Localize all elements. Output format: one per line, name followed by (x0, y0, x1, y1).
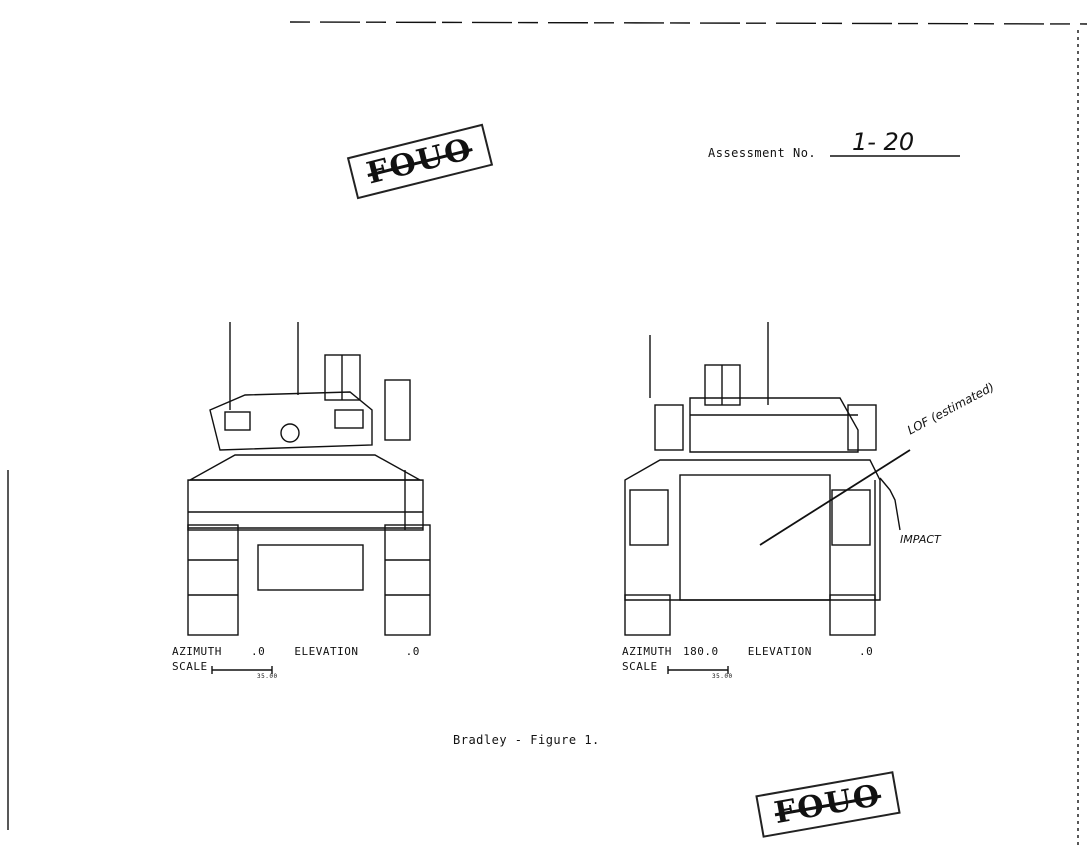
azimuth-label: AZIMUTH (172, 645, 222, 658)
front-view-label: AZIMUTH .0 ELEVATION .0 (172, 645, 420, 658)
elevation-label: ELEVATION (294, 645, 359, 658)
scale-label: SCALE (172, 660, 208, 673)
scale-value: 35.00 (257, 673, 278, 680)
scale-bar-front (211, 666, 273, 674)
assessment-label: Assessment No. (708, 146, 817, 160)
figure-caption: Bradley - Figure 1. (453, 733, 600, 747)
rear-view-label: AZIMUTH 180.0 ELEVATION .0 (622, 645, 873, 658)
azimuth-value: .0 (250, 645, 266, 658)
impact-annotation: IMPACT (900, 533, 941, 546)
elevation-value: .0 (858, 645, 874, 658)
rear-view-vehicle (624, 322, 881, 636)
scale-bar-rear (667, 666, 729, 674)
line-of-fire (759, 449, 911, 546)
scale-value: 35.00 (712, 673, 733, 680)
elevation-value: .0 (405, 645, 420, 658)
elevation-label: ELEVATION (747, 645, 812, 658)
assessment-number: 1- 20 (852, 128, 915, 156)
impact-leader-line (879, 477, 901, 531)
azimuth-label: AZIMUTH (622, 645, 672, 658)
front-view-vehicle (187, 322, 431, 636)
azimuth-value: 180.0 (682, 645, 719, 658)
scale-label: SCALE (622, 660, 658, 673)
top-border-line (289, 21, 1087, 25)
